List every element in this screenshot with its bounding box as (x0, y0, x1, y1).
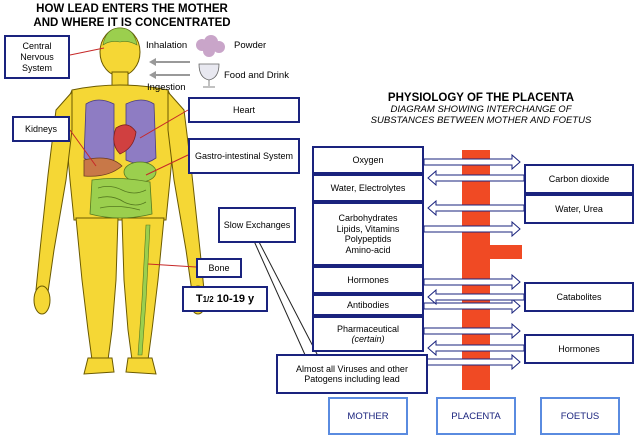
left-hand-shape (33, 285, 51, 315)
mother-item-hormones-text: Hormones (347, 274, 389, 285)
intestine-coils (97, 186, 147, 211)
intestine-shape (89, 178, 153, 219)
right-arrows (423, 153, 521, 371)
umbilical-cord (488, 245, 522, 259)
footer-placenta: PLACENTA (436, 397, 516, 435)
nutrients-line-2: Lipids, Vitamins (336, 223, 400, 234)
right-foot-shape (125, 357, 157, 375)
right-arrow-carbohydrates (423, 220, 521, 238)
pharmaceutical-line-2: (certain) (351, 334, 385, 344)
mother-item-water-text: Water, Electrolytes (330, 182, 406, 193)
left-title-line1: HOW LEAD ENTERS THE MOTHER (36, 3, 228, 15)
mother-item-water: Water, Electrolytes (312, 174, 424, 202)
mother-item-antibodies: Antibodies (312, 294, 424, 316)
ingestion-arrow (149, 71, 190, 79)
right-lung-shape (125, 99, 157, 164)
kidneys-box: Kidneys (12, 116, 70, 142)
right-arrow-viruses (423, 353, 521, 371)
half-life-value: 10-19 y (216, 292, 255, 305)
right-title-main: PHYSIOLOGY OF THE PLACENTA (387, 92, 575, 104)
inhalation-arrow (149, 58, 190, 66)
powder-icon (196, 35, 225, 57)
mother-item-oxygen: Oxygen (312, 146, 424, 174)
food-drink-label: Food and Drink (224, 70, 289, 81)
half-life-t: T (195, 292, 203, 305)
central-nervous-system-box: Central Nervous System (4, 35, 70, 79)
mother-item-nutrients: Carbohydrates Lipids, Vitamins Polypepti… (312, 202, 424, 266)
inhalation-label: Inhalation (146, 40, 188, 51)
left-title: HOW LEAD ENTERS THE MOTHER AND WHERE IT … (8, 2, 256, 30)
ingestion-label: Ingestion (147, 82, 186, 93)
brain-shape (102, 27, 138, 46)
nutrients-line-1: Carbohydrates (338, 213, 398, 223)
nutrients-line-3: Polypeptids (344, 234, 392, 244)
foetus-item-hormones: Hormones (524, 334, 634, 364)
mother-item-antibodies-text: Antibodies (346, 299, 390, 310)
left-arrow-hormones (427, 339, 525, 357)
viruses-line-2: Patogens including lead (304, 374, 400, 384)
half-life-subscript: 1/2 (202, 294, 214, 304)
left-arrow-catabolites (427, 288, 525, 306)
slow-exchange-lines (253, 239, 319, 358)
nutrients-line-4: Amino-acid (345, 244, 391, 255)
footer-foetus: FOETUS (540, 397, 620, 435)
right-title: PHYSIOLOGY OF THE PLACENTA DIAGRAM SHOWI… (336, 92, 626, 126)
left-arrows (427, 169, 525, 357)
right-title-sub1: DIAGRAM SHOWING INTERCHANGE OF (390, 104, 572, 115)
mother-item-oxygen-text: Oxygen (352, 154, 384, 165)
slow-exchanges-box: Slow Exchanges (218, 207, 296, 243)
leg-bone-shape (137, 224, 151, 356)
right-title-sub2: SUBSTANCES BETWEEN MOTHER AND FOETUS (370, 115, 592, 126)
mother-item-hormones: Hormones (312, 266, 424, 294)
left-foot-shape (83, 357, 115, 375)
right-arrow-oxygen (423, 153, 521, 171)
mother-item-viruses: Almost all Viruses and other Patogens in… (276, 354, 428, 394)
right-arrow-pharmaceutical (423, 322, 521, 340)
left-title-line2: AND WHERE IT IS CONCENTRATED (33, 17, 231, 29)
pharmaceutical-line-1: Pharmaceutical (336, 323, 400, 334)
heart-box: Heart (188, 97, 300, 123)
left-arrow-water-urea (427, 199, 525, 217)
placenta-bar (462, 150, 490, 390)
food-drink-icon (198, 63, 220, 88)
foetus-item-water-urea: Water, Urea (524, 194, 634, 224)
powder-label: Powder (234, 40, 267, 51)
heart-shape (113, 124, 137, 155)
bone-box: Bone (196, 258, 242, 278)
mother-item-pharmaceutical: Pharmaceutical (certain) (312, 316, 424, 352)
foetus-item-carbon-dioxide: Carbon dioxide (524, 164, 634, 194)
left-arrow-carbon-dioxide (427, 169, 525, 187)
footer-mother: MOTHER (328, 397, 408, 435)
leader-lines (69, 47, 197, 268)
right-arrow-antibodies (423, 297, 521, 315)
foetus-item-catabolites: Catabolites (524, 282, 634, 312)
right-arrow-hormones (423, 273, 521, 291)
viruses-line-1: Almost all Viruses and other (296, 363, 408, 374)
gastrointestinal-box: Gastro-intestinal System (188, 138, 300, 174)
